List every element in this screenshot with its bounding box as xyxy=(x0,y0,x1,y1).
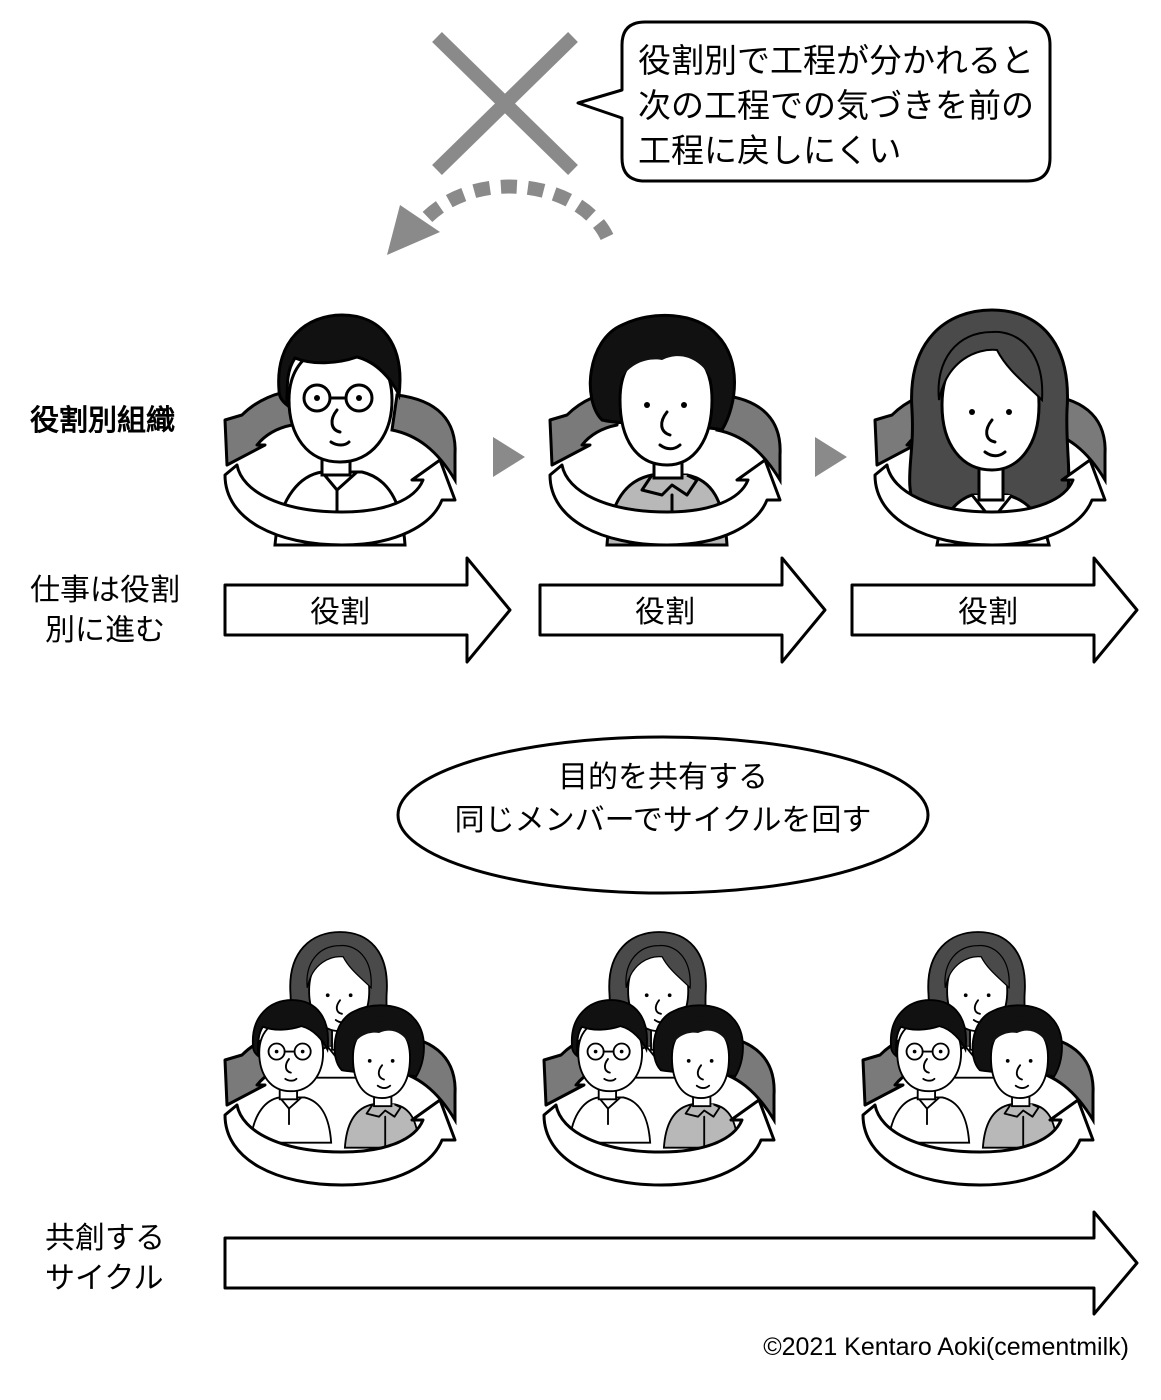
bubble-line-3: 工程に戻しにくい xyxy=(638,131,901,170)
bubble-line-1: 役割別で工程が分かれると xyxy=(638,41,1034,80)
team-group-1 xyxy=(223,931,457,1187)
team-group-2 xyxy=(542,931,776,1187)
ellipse-line-1: 目的を共有する xyxy=(558,760,768,795)
role-flow-label-line2: 別に進む xyxy=(45,613,165,648)
role-arrow-label-3: 役割 xyxy=(958,595,1018,630)
ellipse-line-2: 同じメンバーでサイクルを回す xyxy=(455,803,872,838)
role-flow-label-line1: 仕事は役割 xyxy=(30,573,180,608)
role-organization-heading: 役割別組織 xyxy=(30,403,175,437)
person-icon xyxy=(249,999,333,1144)
role-arrow-label-2: 役割 xyxy=(635,595,695,630)
shared-purpose-ellipse: 目的を共有する 同じメンバーでサイクルを回す xyxy=(396,735,930,895)
person-curly-man xyxy=(548,313,782,547)
role-arrow-label-1: 役割 xyxy=(310,595,370,630)
person-icon xyxy=(568,999,652,1144)
role-arrow-1: 役割 xyxy=(223,556,512,664)
cocreation-arrow xyxy=(223,1210,1139,1316)
cocreation-label-line1: 共創する xyxy=(45,1221,165,1256)
cocreation-label-line2: サイクル xyxy=(45,1261,164,1296)
person-icon xyxy=(887,999,971,1144)
person-woman xyxy=(873,308,1107,547)
role-arrow-3: 役割 xyxy=(850,556,1139,664)
person-glasses-man xyxy=(223,313,457,547)
role-arrow-2: 役割 xyxy=(538,556,827,664)
team-group-3 xyxy=(861,931,1095,1187)
prohibited-x-icon xyxy=(432,31,578,176)
return-arrow-icon xyxy=(387,179,614,255)
bubble-line-2: 次の工程での気づきを前の xyxy=(638,86,1034,125)
step-triangle-icon xyxy=(493,437,525,477)
step-triangle-icon xyxy=(815,437,847,477)
copyright-text: ©2021 Kentaro Aoki(cementmilk) xyxy=(763,1333,1129,1361)
speech-bubble: 役割別で工程が分かれると 次の工程での気づきを前の 工程に戻しにくい xyxy=(576,20,1052,183)
